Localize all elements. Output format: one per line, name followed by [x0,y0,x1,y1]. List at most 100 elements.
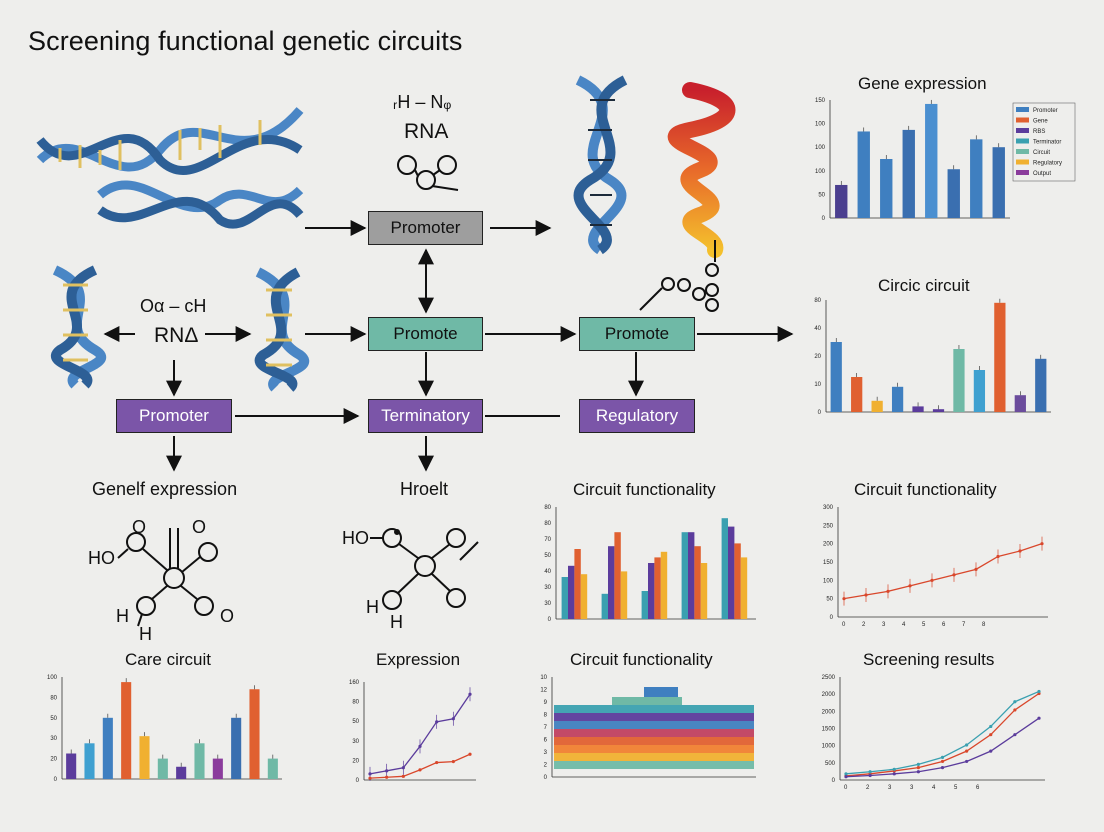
bar [688,532,695,619]
y-tick-label: 0 [818,410,822,416]
chart-title-circic-circuit: Circic circuit [878,276,970,295]
bar [970,139,983,218]
legend-swatch [1016,159,1029,165]
regulatory-box[interactable]: Regulatory [579,399,695,433]
heat-band [554,745,754,753]
bar [267,758,278,779]
legend-swatch [1016,149,1029,154]
x-tick-label: 2 [866,785,870,791]
data-point [451,760,455,764]
y-tick-label: 50 [544,553,551,559]
bar [871,400,883,412]
y-tick-label: 80 [814,298,821,304]
molecule-icon [397,155,459,191]
x-tick-label: 3 [882,622,886,628]
promoter-box-left[interactable]: Promoter [116,399,232,433]
y-tick-label: 30 [544,601,551,607]
bar [973,370,986,412]
y-tick-label: 10 [540,675,547,681]
y-tick-label: 1500 [822,727,836,733]
promoter-box-top[interactable]: Promoter [368,211,483,245]
legend-swatch [1016,128,1029,133]
bar [851,377,863,412]
bar [580,574,588,619]
rna-ribbon-icon [667,82,736,262]
y-tick-label: 160 [349,680,360,686]
promote-box-right[interactable]: Promote [579,317,695,351]
bar [654,557,661,619]
bar [902,129,915,218]
chart-title-screening-results: Screening results [863,650,995,669]
y-tick-label: 0 [822,216,826,222]
data-point [989,749,993,753]
y-tick-label: 100 [823,578,834,584]
terminatory-box[interactable]: Terminatory [368,399,483,433]
bar [194,743,205,779]
bar [84,743,95,779]
y-tick-label: 80 [50,695,57,701]
rna-label-top: RNA [404,120,449,143]
h-left-1-label: H [116,606,129,626]
page-title: Screening functional genetic circuits [28,26,463,56]
legend-entry: Output [1033,171,1051,177]
data-point [844,775,848,779]
bar [601,593,608,619]
y-tick-label: 30 [50,736,57,742]
y-tick-label: 0 [356,778,360,784]
y-tick-label: 8 [544,713,548,719]
dna-helix-icon [254,267,310,392]
y-tick-label: 500 [825,761,836,767]
dna-helix-icon [573,75,628,255]
x-tick-label: 5 [954,785,958,791]
flow-arrows [103,220,794,472]
y-tick-label: 150 [823,560,834,566]
y-tick-label: 50 [352,719,359,725]
chart-title-care-circuit: Care circuit [125,650,211,669]
series-line [369,693,471,775]
y-tick-label: 6 [544,738,548,744]
o-left-3-label: O [220,606,235,626]
bar [857,131,870,218]
bar [721,518,728,619]
bar [249,689,260,779]
data-point [468,752,472,756]
bar [992,147,1005,218]
bar [891,386,904,412]
bar [912,406,924,412]
rna-formula-top: ᵣH – Nᵩ [393,92,452,112]
data-point [940,759,945,764]
bar [574,549,581,619]
bar [953,349,965,412]
genef-expression-label: Genelf expression [92,479,238,499]
h-mid-1-label: H [366,597,379,617]
o-left-2-label: O [192,517,207,537]
promote-box-mid[interactable]: Promote [368,317,483,351]
data-point [965,749,969,753]
heat-band [554,753,754,761]
data-point [868,770,872,774]
y-tick-label: 100 [815,169,826,175]
chart-title-expression: Expression [376,650,461,669]
o-left-1-label: O [132,517,147,537]
chart-title-gene-expression: Gene expression [858,74,987,93]
legend-box [1012,102,1076,182]
y-tick-label: 50 [50,716,57,722]
molecule-icon [370,528,479,610]
y-tick-label: 100 [815,145,826,151]
bar [932,409,945,412]
bar [835,184,848,218]
bar [614,532,621,619]
rna-label-left: RNΔ [154,324,199,347]
x-tick-label: 4 [902,622,906,628]
data-point [940,755,945,759]
dna-helix-icon [51,265,107,389]
bar [830,342,842,412]
y-tick-label: 150 [815,98,826,104]
ho-left-label: HO [88,548,115,568]
ho-mid-label: HO [342,528,369,548]
